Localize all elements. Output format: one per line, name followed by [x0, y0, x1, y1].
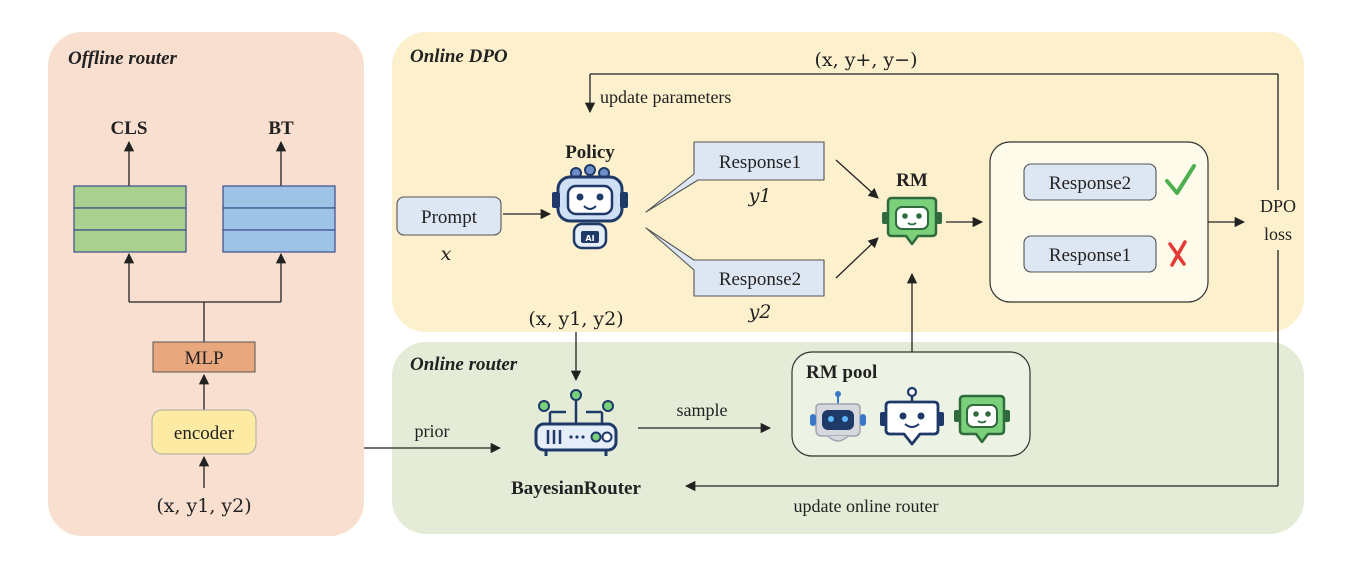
response1-var: y1 [748, 185, 772, 207]
rm-pool-label: RM pool [806, 362, 877, 383]
update-parameters-label: update parameters [600, 87, 731, 107]
sample-label: sample [677, 400, 728, 420]
bt-head [222, 185, 336, 253]
cross-icon [1168, 240, 1187, 267]
response2-var: y2 [748, 301, 772, 323]
bt-label: BT [268, 118, 294, 139]
rm-pool-robot-1-icon [810, 391, 866, 442]
offline-router-title: Offline router [68, 48, 178, 69]
dpo-loss-line1: DPO [1260, 196, 1296, 216]
response1-callout [645, 141, 825, 213]
feedback-label: (x, y+, y−) [814, 49, 917, 71]
router-input-label: (x, y1, y2) [528, 308, 623, 330]
mlp-box [152, 341, 256, 373]
rm-label: RM [896, 170, 928, 191]
cls-head [73, 185, 187, 253]
policy-robot-icon: AI [552, 164, 628, 250]
offline-input-label: (x, y1, y2) [156, 495, 251, 517]
mlp-label: MLP [184, 348, 223, 369]
prompt-var: x [441, 243, 452, 265]
dpo-loss-line2: loss [1264, 224, 1292, 244]
prompt-box [396, 196, 502, 236]
offline-router-panel [48, 32, 364, 536]
response2-label: Response2 [719, 269, 801, 290]
prompt-label: Prompt [421, 207, 478, 228]
response1-label: Response1 [719, 152, 801, 173]
online-dpo-title: Online DPO [410, 46, 508, 67]
bayesian-router-label: BayesianRouter [511, 478, 641, 499]
prior-label: prior [415, 421, 450, 441]
online-router-title: Online router [410, 354, 518, 375]
encoder-box [151, 409, 257, 455]
policy-label: Policy [565, 142, 615, 163]
encoder-label: encoder [174, 423, 235, 444]
response2-callout [645, 227, 825, 297]
svg-text:AI: AI [585, 234, 594, 243]
rm-pool-robot-3-icon [954, 394, 1010, 444]
check-icon [1165, 164, 1196, 195]
ranked-top-box [1023, 163, 1157, 201]
ranked-top-label: Response2 [1049, 173, 1131, 194]
ranked-bottom-box [1023, 235, 1157, 273]
cls-label: CLS [111, 118, 148, 139]
bayesian-router-icon [534, 389, 618, 456]
ranked-bottom-label: Response1 [1049, 245, 1131, 266]
rm-pool-robot-2-icon [880, 386, 944, 446]
rm-robot-icon [882, 196, 942, 246]
update-online-router-label: update online router [794, 496, 939, 516]
